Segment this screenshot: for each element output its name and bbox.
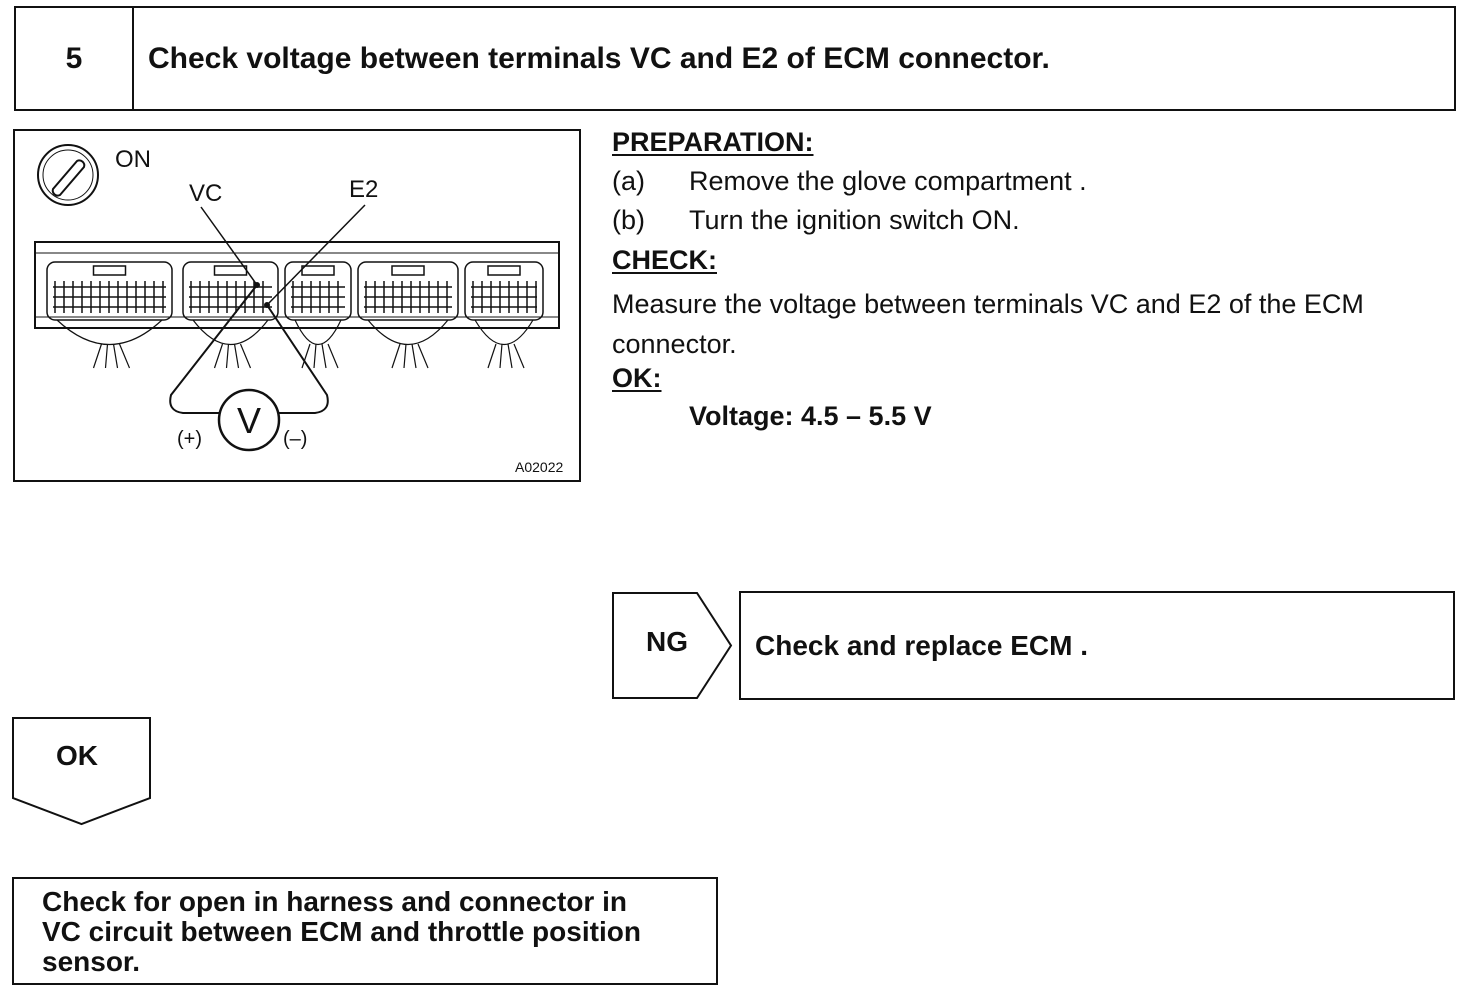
step-marker: (b) — [612, 205, 645, 235]
ecm-voltage-diagram: ON VC E2 V (+) (–) A02022 — [13, 129, 581, 482]
voltmeter-icon: V — [217, 388, 281, 452]
ignition-key-icon — [37, 144, 99, 206]
ng-result-text: Check and replace ECM . — [755, 629, 1089, 661]
step-header: 5 Check voltage between terminals VC and… — [14, 6, 1456, 111]
ok-result-line: VC circuit between ECM and throttle posi… — [42, 916, 641, 947]
check-text: Measure the voltage between terminals VC… — [612, 289, 1364, 359]
ok-heading: OK: — [612, 363, 662, 393]
ignition-on-label: ON — [115, 146, 151, 173]
terminal-vc-label: VC — [189, 180, 222, 207]
ok-result-box: Check for open in harness and connector … — [12, 877, 718, 985]
probe-negative-label: (–) — [283, 428, 307, 450]
ng-label: NG — [646, 626, 688, 657]
step-text: Turn the ignition switch ON. — [689, 205, 1020, 235]
step-number: 5 — [16, 8, 134, 109]
check-heading: CHECK: — [612, 245, 717, 275]
ng-arrow-tag — [612, 592, 733, 699]
ok-result-line: sensor. — [42, 946, 141, 977]
ok-result-line: Check for open in harness and connector … — [42, 886, 627, 917]
figure-code: A02022 — [515, 459, 563, 475]
ok-label: OK — [56, 740, 98, 771]
probe-positive-label: (+) — [177, 428, 202, 450]
preparation-heading: PREPARATION: — [612, 127, 814, 157]
preparation-step: (a) Remove the glove compartment . — [612, 166, 1087, 197]
ok-arrow-tag — [12, 717, 151, 826]
step-title: Check voltage between terminals VC and E… — [148, 41, 1050, 75]
voltage-spec: Voltage: 4.5 – 5.5 V — [689, 401, 932, 431]
voltmeter-symbol: V — [237, 400, 261, 441]
preparation-step: (b) Turn the ignition switch ON. — [612, 205, 1020, 236]
ecm-connector-icon — [34, 241, 560, 369]
terminal-e2-label: E2 — [349, 176, 378, 203]
step-marker: (a) — [612, 166, 645, 196]
ng-result-box: Check and replace ECM . — [739, 591, 1455, 700]
step-text: Remove the glove compartment . — [689, 166, 1087, 196]
